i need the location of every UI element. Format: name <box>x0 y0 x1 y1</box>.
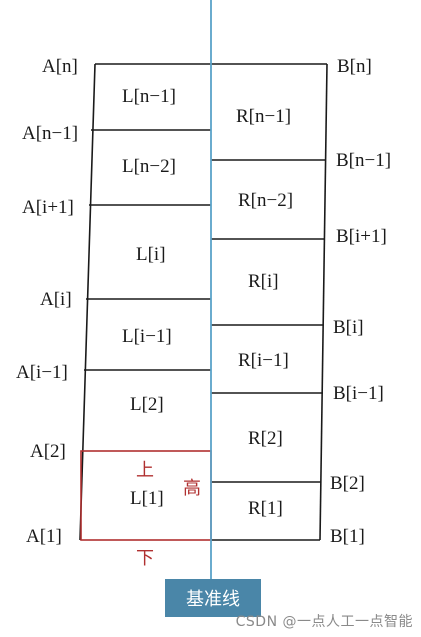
baseline-label: 基准线 <box>186 589 240 610</box>
cell-l-2: L[2] <box>130 394 164 415</box>
cell-r-1: R[1] <box>248 498 283 519</box>
cell-l-i: L[i] <box>136 244 166 265</box>
cell-r-i: R[i] <box>248 271 279 292</box>
annotation-top: 上 <box>136 460 154 481</box>
baseline-label-box: 基准线 <box>165 579 261 617</box>
label-b-n: B[n] <box>337 56 372 77</box>
label-b-2: B[2] <box>330 473 365 494</box>
cell-l-i-minus-1: L[i−1] <box>122 326 172 347</box>
annotation-height: 高 <box>183 478 201 499</box>
label-b-i-plus-1: B[i+1] <box>336 226 387 247</box>
cell-l-1: L[1] <box>130 488 164 509</box>
label-a-i-minus-1: A[i−1] <box>16 362 68 383</box>
label-b-i-minus-1: B[i−1] <box>333 383 384 404</box>
cell-r-2: R[2] <box>248 428 283 449</box>
label-b-n-1: B[n−1] <box>336 150 391 171</box>
label-b-i: B[i] <box>333 317 364 338</box>
cell-r-i-minus-1: R[i−1] <box>238 350 289 371</box>
label-a-2: A[2] <box>30 441 66 462</box>
label-a-n: A[n] <box>42 56 78 77</box>
annotation-bottom: 下 <box>136 548 154 569</box>
label-a-i-plus-1: A[i+1] <box>22 197 74 218</box>
cell-r-n-2: R[n−2] <box>238 190 293 211</box>
left-boundary <box>79 63 96 541</box>
cell-r-n-1: R[n−1] <box>236 106 291 127</box>
right-boundary <box>319 63 328 541</box>
watermark: CSDN @一点人工一点智能 <box>235 614 413 630</box>
cell-l-n-1: L[n−1] <box>122 86 176 107</box>
label-a-n-1: A[n−1] <box>22 123 78 144</box>
label-a-1: A[1] <box>26 526 62 547</box>
cell-l-n-2: L[n−2] <box>122 156 176 177</box>
label-b-1: B[1] <box>330 526 365 547</box>
label-a-i: A[i] <box>40 289 72 310</box>
